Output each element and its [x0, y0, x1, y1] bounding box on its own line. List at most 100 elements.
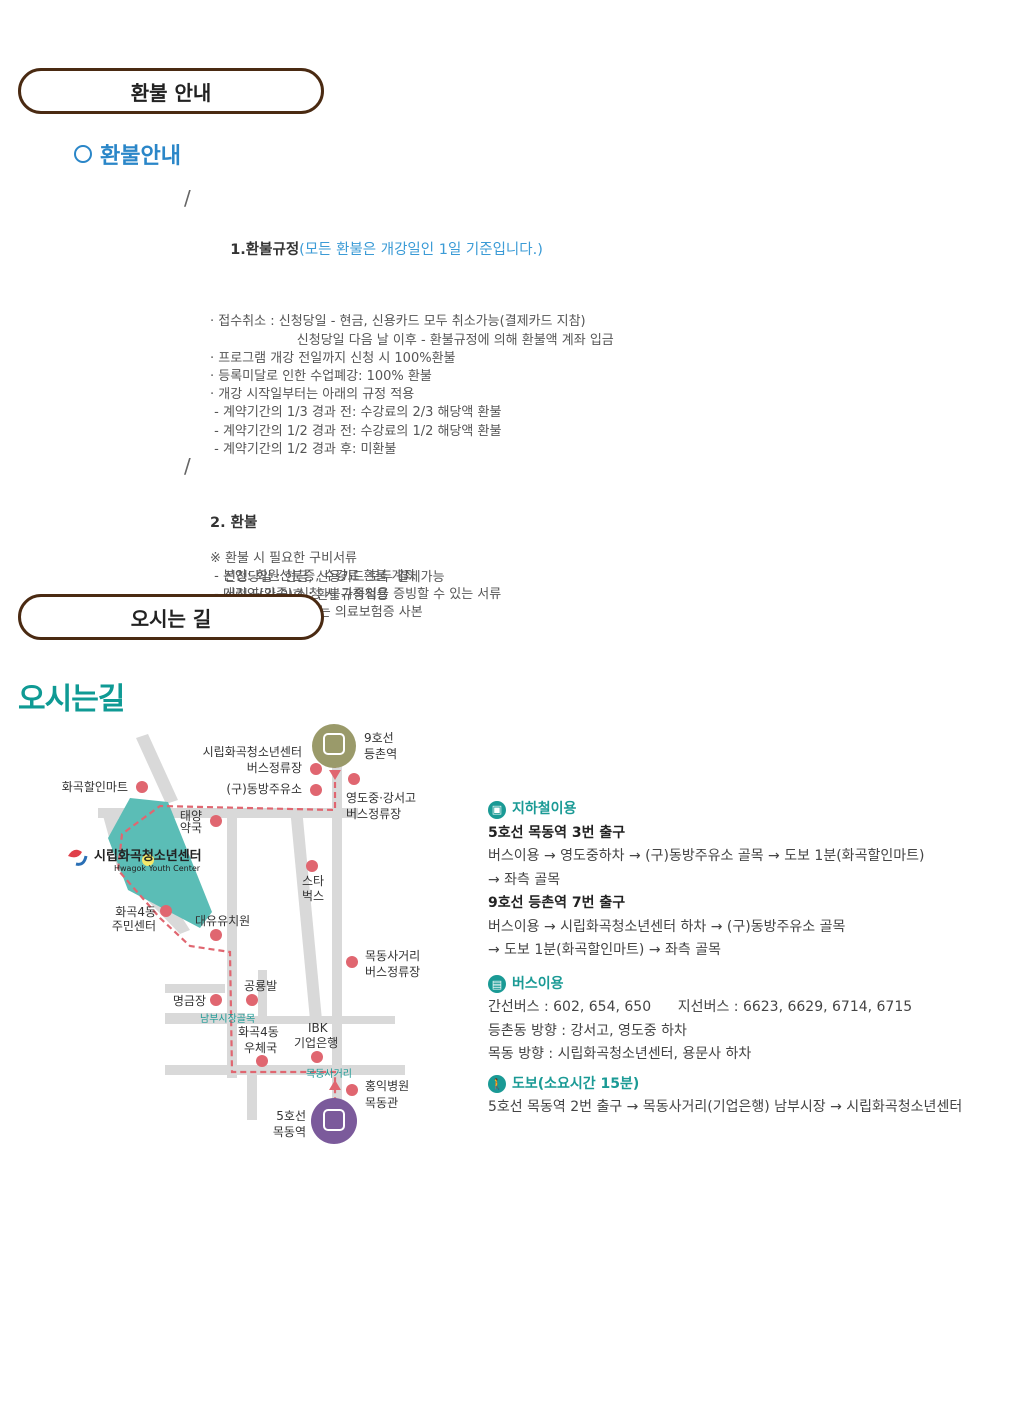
- map-label: 명금장: [173, 994, 206, 1008]
- refund-h2: 2. 환불: [210, 515, 258, 532]
- bus-title-text: 버스이용: [512, 975, 564, 992]
- road: [332, 760, 342, 1120]
- refund-rule-line: - 계약기간의 1/3 경과 전: 수강료의 2/3 해당액 환불: [210, 405, 502, 421]
- marker: [346, 956, 358, 968]
- refund-doc-line: - 본인: 회원신분증, 수강료 환불 계좌: [210, 569, 416, 585]
- line5-line: 버스이용 → 영도중하차 → (구)동방주유소 골목 → 도보 1분(화곡할인마…: [488, 848, 925, 864]
- map-label: 화곡할인마트: [62, 780, 128, 794]
- refund-doc-line: ※ 환불 시 필요한 구비서류: [210, 550, 358, 566]
- map-label: 버스정류장: [346, 807, 401, 821]
- subway-section-title: ▣지하철이용: [488, 798, 1018, 822]
- map-label: 주민센터: [112, 919, 156, 933]
- arrow-down-icon: [329, 770, 341, 780]
- logo-icon: [68, 849, 82, 858]
- road: [227, 808, 237, 1078]
- marker: [310, 784, 322, 796]
- map-label: 기업은행: [294, 1035, 338, 1050]
- refund-rule-line: · 접수취소 : 신청당일 - 현금, 신용카드 모두 취소가능(결제카드 지참…: [210, 314, 586, 330]
- refund-subtitle-text: 환불안내: [100, 144, 181, 169]
- map-label: 버스정류장: [365, 965, 420, 979]
- map-label: 홍익병원: [365, 1079, 409, 1093]
- marker: [136, 781, 148, 793]
- subway-icon: [312, 724, 356, 768]
- map-label: 우체국: [244, 1041, 277, 1055]
- slash-mark-2: /: [184, 454, 191, 478]
- refund-rule-line: · 개강 시작일부터는 아래의 규정 적용: [210, 387, 415, 403]
- marker: [311, 1051, 323, 1063]
- youth-center-area: [108, 798, 212, 928]
- road: [258, 970, 267, 1020]
- road: [165, 1065, 405, 1075]
- line5-heading: 5호선 목동역 3번 출구: [488, 824, 626, 841]
- bus-icon: ▤: [488, 975, 506, 994]
- train-icon: [323, 1109, 345, 1131]
- marker: [348, 773, 360, 785]
- map-roads: [98, 760, 405, 1120]
- road: [136, 734, 178, 804]
- line5-line: → 좌측 골목: [488, 871, 561, 888]
- walk-icon: 🚶: [488, 1075, 506, 1094]
- map-labels: 9호선 등촌역 시립화곡청소년센터 버스정류장 (구)동방주유소 화곡할인마트 …: [62, 731, 420, 1139]
- line9-line: → 도보 1분(화곡할인마트) → 좌측 골목: [488, 942, 721, 958]
- bus-line: 등촌동 방향 : 강서고, 영도중 하차: [488, 1022, 687, 1039]
- refund-rule-line: · 프로그램 개강 전일까지 신청 시 100%환불: [210, 350, 456, 366]
- map-label: 태양: [180, 809, 202, 823]
- circle-icon: [74, 145, 92, 163]
- route-path: [116, 762, 337, 1115]
- map-label: 9호선: [364, 731, 394, 745]
- map-label: 스타: [302, 874, 324, 888]
- subway-icon: [311, 1098, 357, 1144]
- marker: [246, 994, 258, 1006]
- refund-rule-line: 신청당일 다음 날 이후 - 환불규정에 의해 환불액 계좌 입금: [210, 332, 614, 348]
- marker: [310, 763, 322, 775]
- marker: [160, 905, 172, 917]
- map-label: 벅스: [302, 889, 324, 903]
- map-label: 목동사거리: [306, 1068, 352, 1080]
- bus-line: 목동 방향 : 시립화곡청소년센터, 용문사 하차: [488, 1046, 752, 1062]
- marker: [346, 1084, 358, 1096]
- map-label: 영도중·강서고: [346, 791, 416, 805]
- refund-rule-line: - 계약기간의 1/2 경과 전: 수강료의 1/2 해당액 환불: [210, 423, 502, 439]
- road: [290, 808, 322, 1020]
- arrow-up-icon: [329, 1080, 341, 1090]
- refund-rule-heading: 1.환불규정(모든 환불은 개강일인 1일 기준입니다.): [210, 222, 614, 277]
- refund-rule-line: · 등록미달로 인한 수업폐강: 100% 환불: [210, 369, 432, 385]
- refund-section-header: 환불 안내: [18, 68, 324, 114]
- directions-section-header: 오시는 길: [18, 594, 324, 640]
- refund-rule-note: (모든 환불은 개강일인 1일 기준입니다.): [299, 241, 543, 258]
- map-label: 목동사거리: [365, 949, 420, 963]
- marker: [210, 815, 222, 827]
- refund-rule-line: - 계약기간의 1/2 경과 후: 미환불: [210, 441, 397, 457]
- road: [165, 1016, 395, 1024]
- refund-h2-line: 신청당일 : 현금, 신용카드 모두 결제가능: [224, 570, 445, 586]
- map-label: 약국: [180, 820, 202, 835]
- map-markers: [136, 763, 360, 1096]
- refund-subtitle: 환불안내: [74, 138, 181, 170]
- map-label: 목동역: [273, 1125, 306, 1139]
- youth-center-logo-text: 시립화곡청소년센터: [94, 848, 202, 864]
- refund-doc-lines: ※ 환불 시 필요한 구비서류 - 본인: 회원신분증, 수강료 환불 계좌 -…: [210, 550, 614, 623]
- map-label: 공룡발: [244, 979, 277, 993]
- map-label: 5호선: [276, 1109, 306, 1123]
- walk-title-text: 도보(소요시간 15분): [512, 1075, 640, 1092]
- map-label: 등촌역: [364, 747, 397, 761]
- marker: [256, 1055, 268, 1067]
- refund-rules: 1.환불규정(모든 환불은 개강일인 1일 기준입니다.) · 접수취소 : 신…: [210, 186, 614, 641]
- refund-rule-heading-text: 1.환불규정: [230, 241, 300, 258]
- refund-rule-lines: · 접수취소 : 신청당일 - 현금, 신용카드 모두 취소가능(결제카드 지참…: [210, 313, 614, 459]
- map-label: (구)동방주유소: [226, 782, 302, 796]
- map-label: IBK: [308, 1021, 329, 1035]
- map-label: 시립화곡청소년센터: [203, 745, 302, 759]
- subway-title-text: 지하철이용: [512, 801, 577, 817]
- map-title: 오시는길: [18, 682, 125, 717]
- youth-center-marker: [142, 854, 154, 866]
- road: [247, 1065, 257, 1120]
- train-icon: [323, 733, 345, 755]
- line9-heading: 9호선 등촌역 7번 출구: [488, 895, 626, 911]
- map-label: 화곡4동: [238, 1025, 279, 1039]
- marker: [306, 860, 318, 872]
- map-label: 버스정류장: [247, 761, 302, 775]
- refund-section-title: 환불 안내: [130, 80, 212, 105]
- map-label: 대유유치원: [195, 914, 250, 928]
- map-label: 화곡4동: [115, 905, 156, 919]
